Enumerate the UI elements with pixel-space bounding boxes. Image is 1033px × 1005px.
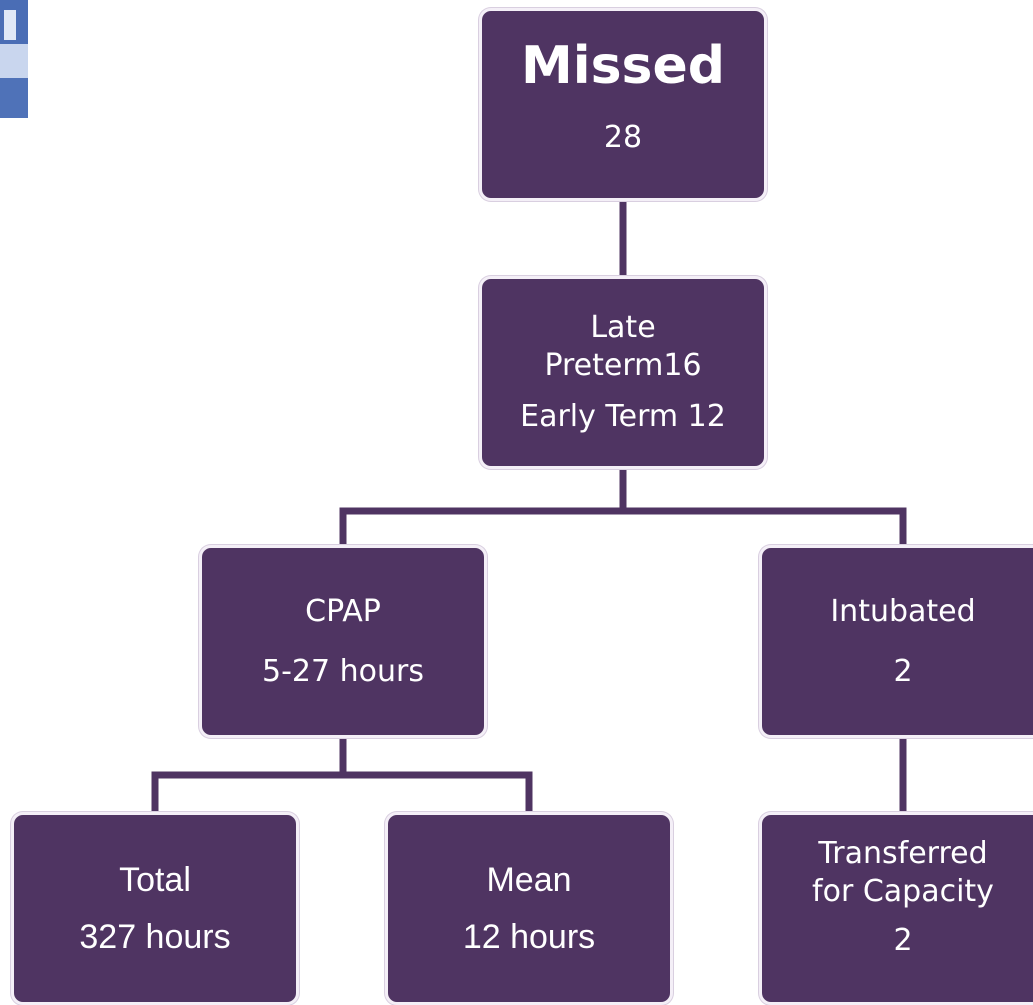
mean-value: 12 hours — [462, 917, 596, 956]
intubated-title: Intubated — [830, 594, 976, 629]
missed-title: Missed — [521, 36, 725, 96]
transferred-value: 2 — [893, 923, 913, 958]
cpap-value: 5-27 hours — [262, 653, 424, 689]
missed-value: 28 — [603, 120, 643, 156]
late-preterm-box: Late Preterm16 Early Term 12 — [479, 276, 767, 469]
total-box: Total 327 hours — [11, 812, 299, 1005]
early-term-line: Early Term 12 — [520, 399, 726, 435]
cpap-box: CPAP 5-27 hours — [199, 545, 487, 738]
mean-box: Mean 12 hours — [385, 812, 673, 1005]
cpap-title: CPAP — [305, 594, 381, 629]
total-title: Total — [119, 861, 191, 899]
transferred-line2: for Capacity — [812, 873, 994, 909]
intubated-value: 2 — [893, 653, 913, 689]
intubated-box: Intubated 2 — [759, 545, 1033, 738]
late-preterm-line1: Late — [590, 310, 656, 346]
mean-title: Mean — [486, 861, 572, 899]
total-value: 327 hours — [79, 917, 231, 956]
transferred-box: Transferred for Capacity 2 — [759, 812, 1033, 1005]
logo — [0, 0, 28, 118]
transferred-line1: Transferred — [818, 836, 988, 871]
missed-box: Missed 28 — [479, 8, 767, 201]
late-preterm-line2: Preterm16 — [544, 347, 702, 383]
